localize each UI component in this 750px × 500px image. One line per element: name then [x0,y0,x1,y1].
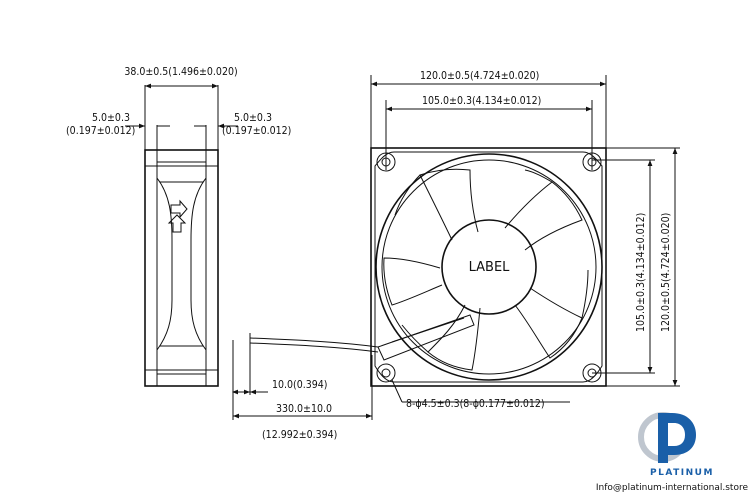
width-outer-label: 120.0±0.5(4.724±0.020) [420,70,539,82]
brand-name: PLATINUM [650,468,714,478]
side-view: 38.0±0.5(1.496±0.020) 5.0±0.3 (0.197±0.0… [66,66,291,387]
fan-hub [441,219,537,315]
mount-hole-br [582,363,602,383]
side-profile [144,149,219,387]
width-holes-label: 105.0±0.3(4.134±0.012) [422,95,541,107]
mount-holes-label: 8-ϕ4.5±0.3(8-ϕ0.177±0.012) [406,398,545,410]
mount-hole-tl [376,152,396,172]
fan-opening [375,153,603,381]
depth-label: 38.0±0.5(1.496±0.020) [124,66,237,78]
lead-length-in: (12.992±0.394) [262,429,337,441]
brand-logo: PLATINUM [628,405,746,500]
flange-left-mm: 5.0±0.3 [92,112,130,124]
platinum-logo-icon [638,412,696,463]
lead-length-mm: 330.0±10.0 [276,403,332,415]
flange-right-mm: 5.0±0.3 [234,112,272,124]
height-outer-label: 120.0±0.5(4.724±0.020) [660,213,672,332]
front-view: 120.0±0.5(4.724±0.020) 105.0±0.3(4.134±0… [370,70,680,410]
lead-wires: 10.0(0.394) 330.0±10.0 (12.992±0.394) [232,333,379,441]
mount-hole-tr [582,152,602,172]
flange-right-in: (0.197±0.012) [222,125,291,137]
height-holes-label: 105.0±0.3(4.134±0.012) [635,213,647,332]
wire-channel [377,314,475,361]
brand-email: Info@platinum-international.store [595,483,748,493]
flange-left-in: (0.197±0.012) [66,125,135,137]
mount-hole-bl [376,363,396,383]
fan-frame [370,147,607,387]
airflow-arrow-icon [167,214,187,233]
strip-length-label: 10.0(0.394) [272,379,327,391]
fan-blades [383,168,589,371]
rotation-arrow-icon [170,199,188,219]
hub-label: LABEL [469,260,511,275]
